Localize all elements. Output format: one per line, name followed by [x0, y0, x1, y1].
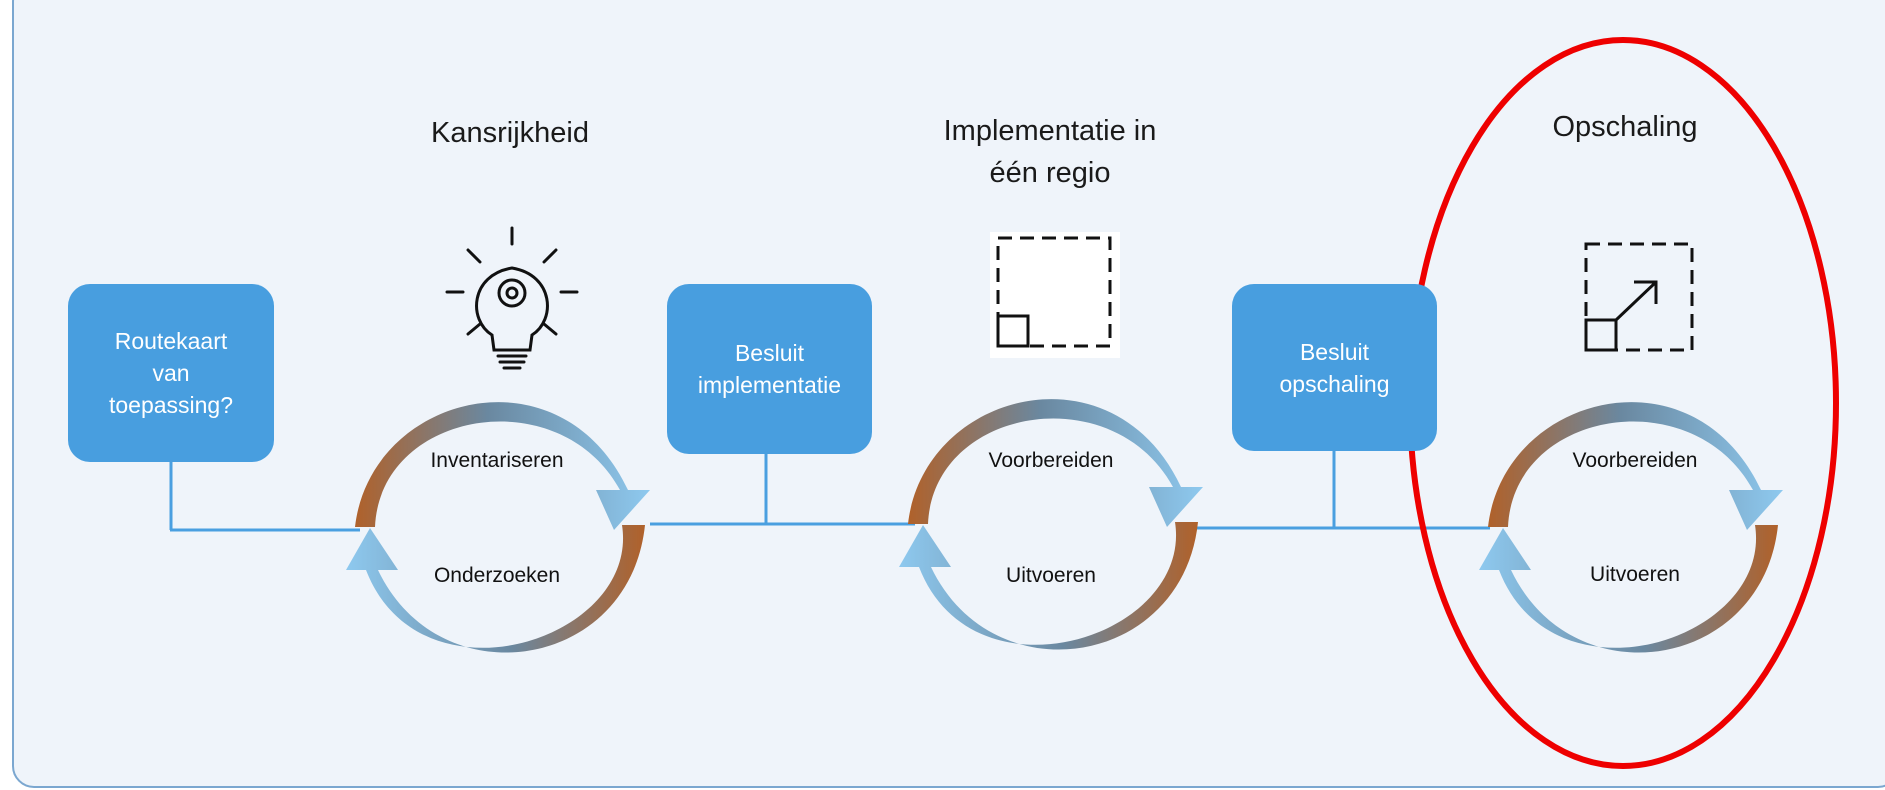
- dashed-square-icon: [990, 232, 1120, 358]
- cycle-3: [1479, 402, 1783, 653]
- cycle-1-top-arrow: [355, 402, 650, 530]
- cycle-3-bottom-arrow: [1479, 525, 1778, 653]
- decision-box-besluit-implementatie-label: Besluit implementatie: [697, 340, 842, 398]
- cycle-1-bottom-arrow: [346, 525, 645, 653]
- cycle-2-top-arrow: [908, 399, 1203, 527]
- connector-lines: [169, 450, 1490, 532]
- cycle-1-bottom-label: Onderzoeken: [433, 564, 561, 587]
- cycle-3-top-arrow: [1488, 402, 1783, 530]
- lightbulb-gear-icon: [445, 226, 579, 370]
- decision-box-routekaart: Routekaart van toepassing?: [68, 284, 274, 462]
- phase-title-kansrijkheid: Kansrijkheid: [431, 117, 589, 149]
- diagram-frame: [12, 0, 1885, 788]
- cycle-1-top-label: Inventariseren: [430, 449, 564, 472]
- cycle-1: [346, 402, 650, 653]
- phase-title-opschaling: Opschaling: [1552, 111, 1698, 143]
- cycle-3-bottom-label: Uitvoeren: [1590, 563, 1680, 586]
- decision-box-besluit-opschaling-label: Besluit opschaling: [1279, 338, 1390, 397]
- phase-title-implementatie: Implementatie in één regio: [943, 115, 1157, 189]
- scale-up-arrow-icon: [1584, 242, 1694, 352]
- decision-box-besluit-implementatie: Besluit implementatie: [667, 284, 872, 454]
- decision-box-besluit-opschaling: Besluit opschaling: [1232, 284, 1437, 451]
- cycle-2: [899, 399, 1203, 650]
- cycle-2-top-label: Voorbereiden: [988, 449, 1114, 472]
- cycle-2-bottom-label: Uitvoeren: [1006, 564, 1096, 587]
- decision-box-routekaart-label: Routekaart van toepassing?: [108, 328, 234, 418]
- cycle-3-top-label: Voorbereiden: [1572, 449, 1698, 472]
- cycle-2-bottom-arrow: [899, 522, 1198, 650]
